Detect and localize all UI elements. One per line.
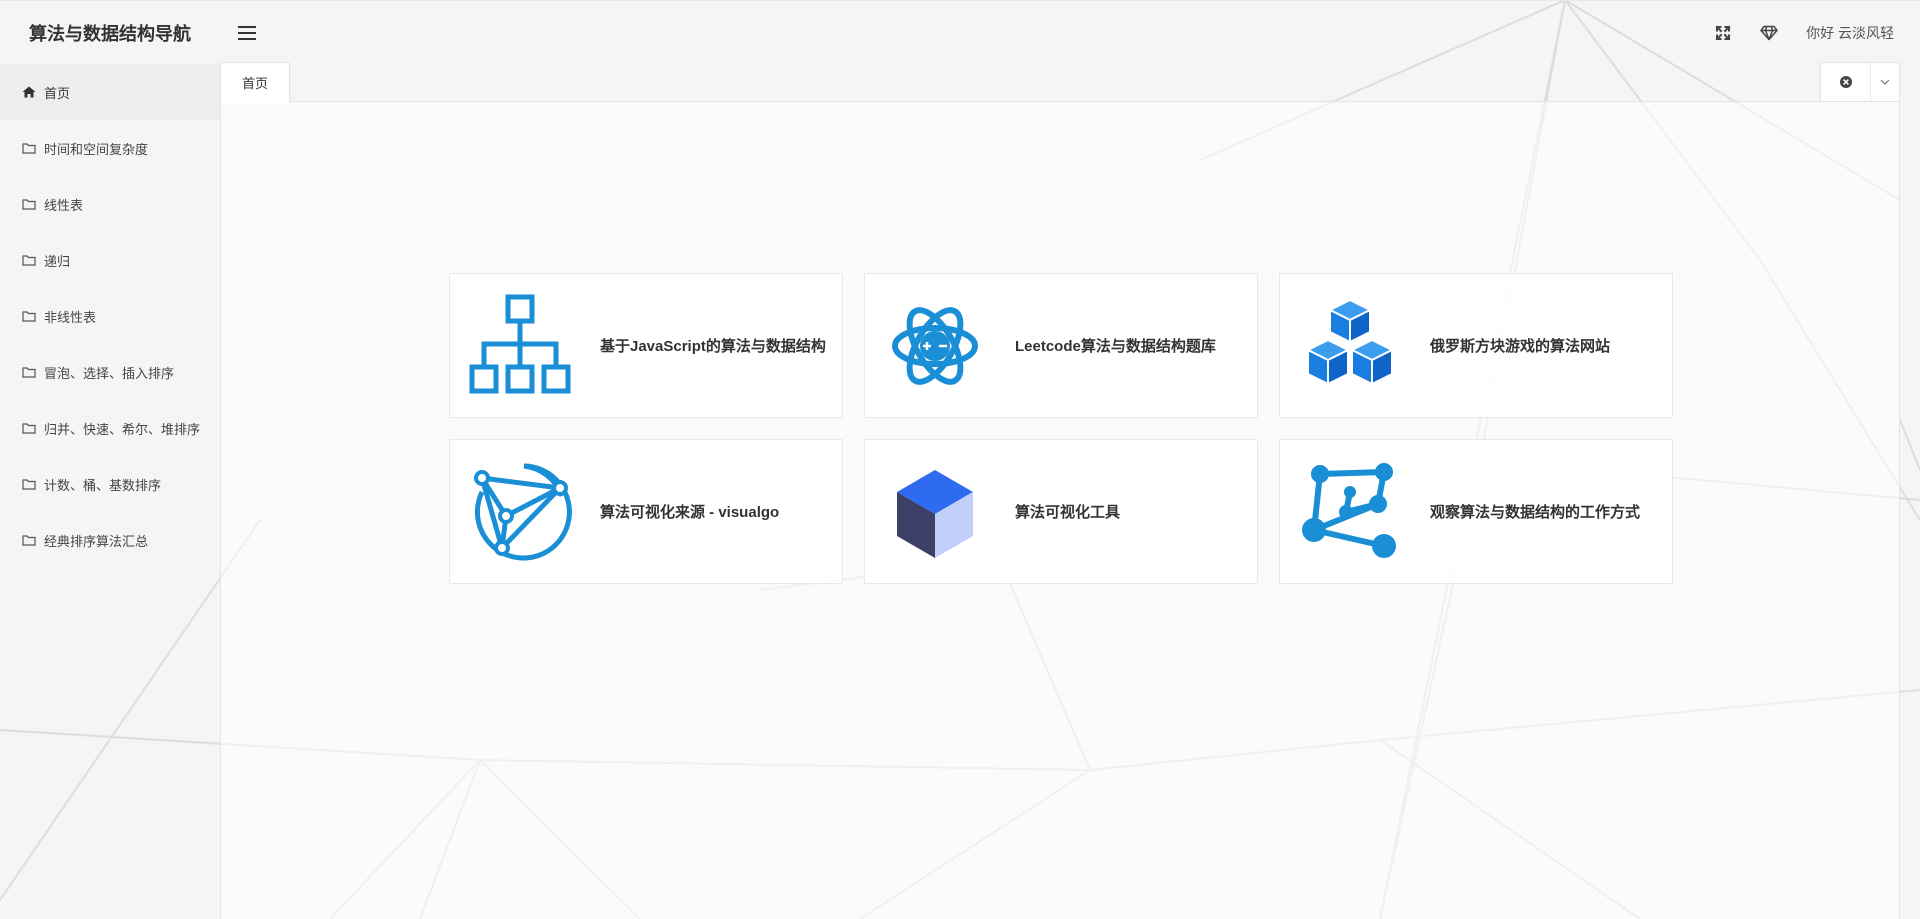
sidebar-item-label: 计数、桶、基数排序 <box>44 477 162 493</box>
folder-icon <box>22 533 38 547</box>
sidebar-item-counting-sort[interactable]: 计数、桶、基数排序 <box>0 456 220 512</box>
tab-bar: 首页 <box>220 62 1900 103</box>
card-grid: 基于JavaScript的算法与数据结构 Leetcode算法与数 <box>449 273 1673 584</box>
card-title: 俄罗斯方块游戏的算法网站 <box>1430 338 1611 355</box>
folder-icon <box>22 421 38 435</box>
site-logo[interactable]: 算法与数据结构导航 <box>29 24 191 44</box>
sidebar-item-bubble-sort[interactable]: 冒泡、选择、插入排序 <box>0 344 220 400</box>
card-algorithm-workings[interactable]: 观察算法与数据结构的工作方式 <box>1279 439 1673 584</box>
card-tetris-algorithms[interactable]: 俄罗斯方块游戏的算法网站 <box>1279 273 1673 418</box>
folder-icon <box>22 477 38 491</box>
sidebar-item-home[interactable]: 首页 <box>0 64 220 120</box>
sidebar-item-label: 非线性表 <box>44 309 97 325</box>
folder-icon <box>22 253 38 267</box>
sidebar-item-sort-summary[interactable]: 经典排序算法汇总 <box>0 512 220 568</box>
sidebar-item-merge-sort[interactable]: 归并、快速、希尔、堆排序 <box>0 400 220 456</box>
tab-home[interactable]: 首页 <box>220 62 290 103</box>
user-greeting[interactable]: 你好 云淡风轻 <box>1806 25 1894 41</box>
sidebar-item-nonlinear-list[interactable]: 非线性表 <box>0 288 220 344</box>
card-visualgo[interactable]: 算法可视化来源 - visualgo <box>449 439 843 584</box>
sidebar-item-linear-list[interactable]: 线性表 <box>0 176 220 232</box>
sidebar-item-label: 冒泡、选择、插入排序 <box>44 365 175 381</box>
card-leetcode[interactable]: Leetcode算法与数据结构题库 <box>864 273 1258 418</box>
folder-icon <box>22 309 38 323</box>
diamond-icon[interactable] <box>1760 24 1778 42</box>
sidebar-item-label: 递归 <box>44 253 71 269</box>
header-actions: 你好 云淡风轻 <box>1714 1 1894 65</box>
menu-toggle-icon[interactable] <box>238 21 262 45</box>
main-content: 基于JavaScript的算法与数据结构 Leetcode算法与数 <box>220 102 1900 919</box>
sidebar-item-recursion[interactable]: 递归 <box>0 232 220 288</box>
card-title: 算法可视化来源 - visualgo <box>600 504 780 521</box>
sidebar-item-label: 时间和空间复杂度 <box>44 141 149 157</box>
fullscreen-icon[interactable] <box>1714 24 1732 42</box>
card-title: Leetcode算法与数据结构题库 <box>1015 338 1216 355</box>
folder-icon <box>22 141 38 155</box>
chevron-down-icon <box>1880 79 1890 85</box>
close-tabs-button[interactable] <box>1821 63 1871 101</box>
graph-nodes-icon <box>1298 460 1402 564</box>
sidebar-item-label: 首页 <box>44 85 71 101</box>
folder-icon <box>22 197 38 211</box>
hierarchy-icon <box>468 294 572 398</box>
close-circle-icon <box>1839 76 1852 88</box>
card-title: 算法可视化工具 <box>1015 504 1121 521</box>
network-globe-icon <box>468 460 572 564</box>
folder-icon <box>22 365 38 379</box>
sidebar-item-label: 线性表 <box>44 197 84 213</box>
sidebar-item-label: 归并、快速、希尔、堆排序 <box>44 421 201 437</box>
sidebar-item-label: 经典排序算法汇总 <box>44 533 149 549</box>
tab-dropdown-button[interactable] <box>1871 63 1899 101</box>
card-title: 基于JavaScript的算法与数据结构 <box>600 338 826 355</box>
tab-tools <box>1820 62 1900 102</box>
sidebar-item-complexity[interactable]: 时间和空间复杂度 <box>0 120 220 176</box>
card-title: 观察算法与数据结构的工作方式 <box>1430 504 1641 521</box>
sidebar: 首页 时间和空间复杂度 线性表 递归 非线性表 <box>0 64 220 919</box>
top-header: 算法与数据结构导航 <box>0 0 1920 64</box>
card-visualization-tool[interactable]: 算法可视化工具 <box>864 439 1258 584</box>
home-icon <box>22 85 38 99</box>
atom-icon <box>883 294 987 398</box>
cube-icon <box>883 460 987 564</box>
card-javascript-algorithms[interactable]: 基于JavaScript的算法与数据结构 <box>449 273 843 418</box>
cubes-icon <box>1298 294 1402 398</box>
